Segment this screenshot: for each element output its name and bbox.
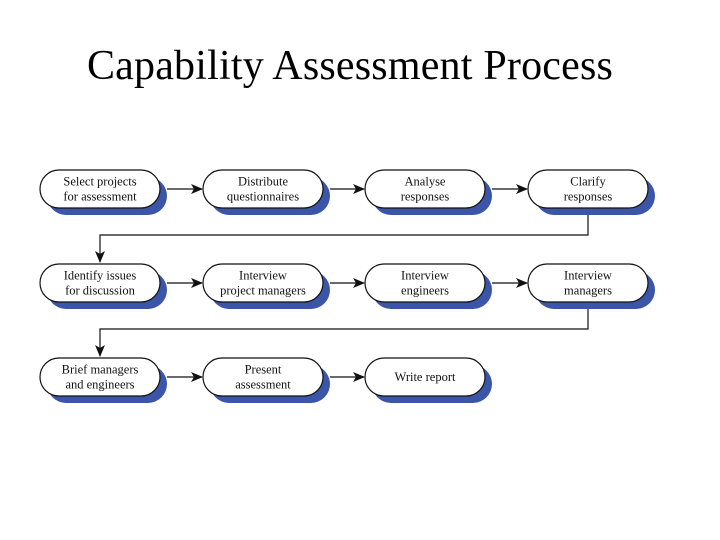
step-label: and engineers: [65, 378, 134, 392]
step-label: responses: [564, 190, 613, 204]
step-box: [364, 263, 486, 303]
step-label: for assessment: [63, 190, 137, 204]
step-label: Select projects: [63, 175, 136, 189]
step-label: Write report: [395, 370, 456, 384]
step-label: Interview: [239, 269, 287, 283]
step-label: Analyse: [405, 175, 446, 189]
step-box: [39, 263, 161, 303]
step-box: [202, 263, 324, 303]
step-label: project managers: [220, 284, 306, 298]
step-label: Brief managers: [62, 363, 139, 377]
step-label: Distribute: [238, 175, 288, 189]
step-box: [202, 357, 324, 397]
step-box: [527, 263, 649, 303]
step-label: Interview: [564, 269, 612, 283]
row-wrap-connector: [95, 215, 589, 263]
connectors: [95, 184, 589, 382]
step-label: managers: [564, 284, 612, 298]
row-wrap-connector: [95, 309, 589, 357]
step-box: [527, 169, 649, 209]
step-label: Present: [245, 363, 282, 377]
step-label: engineers: [401, 284, 449, 298]
step-label: Identify issues: [64, 269, 137, 283]
step-box: [39, 357, 161, 397]
step-box: [39, 169, 161, 209]
step-label: assessment: [235, 378, 291, 392]
step-label: for discussion: [65, 284, 136, 298]
step-box: [202, 169, 324, 209]
page-title: Capability Assessment Process: [86, 43, 614, 89]
step-box: [364, 357, 486, 397]
step-label: responses: [401, 190, 450, 204]
step-box: [364, 169, 486, 209]
step-label: questionnaires: [227, 190, 299, 204]
process-step-write-report: Write report: [364, 357, 492, 403]
step-label: Clarify: [570, 175, 606, 189]
step-label: Interview: [401, 269, 449, 283]
